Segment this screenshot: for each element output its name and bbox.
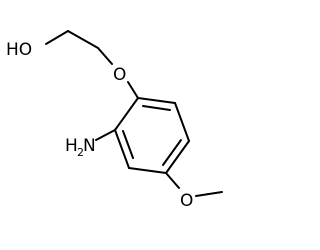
ring-double-bond-1: [142, 105, 171, 111]
methoxy-oxygen-label: O: [180, 191, 193, 211]
bond-c2-o: [97, 47, 113, 65]
bond-ring-o: [165, 172, 180, 189]
bond-o-ring: [127, 81, 139, 99]
ring-double-bond-3: [122, 130, 134, 159]
ring-bond-2: [174, 102, 190, 142]
hydroxyl-label: HO: [6, 40, 32, 60]
bond-ho-c1: [45, 30, 69, 45]
bond-o-methyl: [195, 191, 223, 197]
ring-bond-3: [165, 140, 190, 174]
ring-bond-5: [114, 129, 130, 169]
amine-h-label: H: [65, 136, 78, 156]
bond-c1-c2: [67, 30, 99, 49]
ring-bond-4: [128, 167, 167, 174]
structure-diagram: HO O H 2 N O: [6, 30, 223, 211]
ether-oxygen-label: O: [113, 65, 126, 85]
amine-subscript-label: 2: [77, 146, 84, 159]
ring-double-bond-2: [162, 139, 182, 166]
bond-ring-nh2: [95, 129, 116, 141]
ring-bond-1: [137, 97, 176, 104]
ring-bond-6: [114, 97, 139, 131]
amine-n-label: N: [83, 136, 96, 156]
